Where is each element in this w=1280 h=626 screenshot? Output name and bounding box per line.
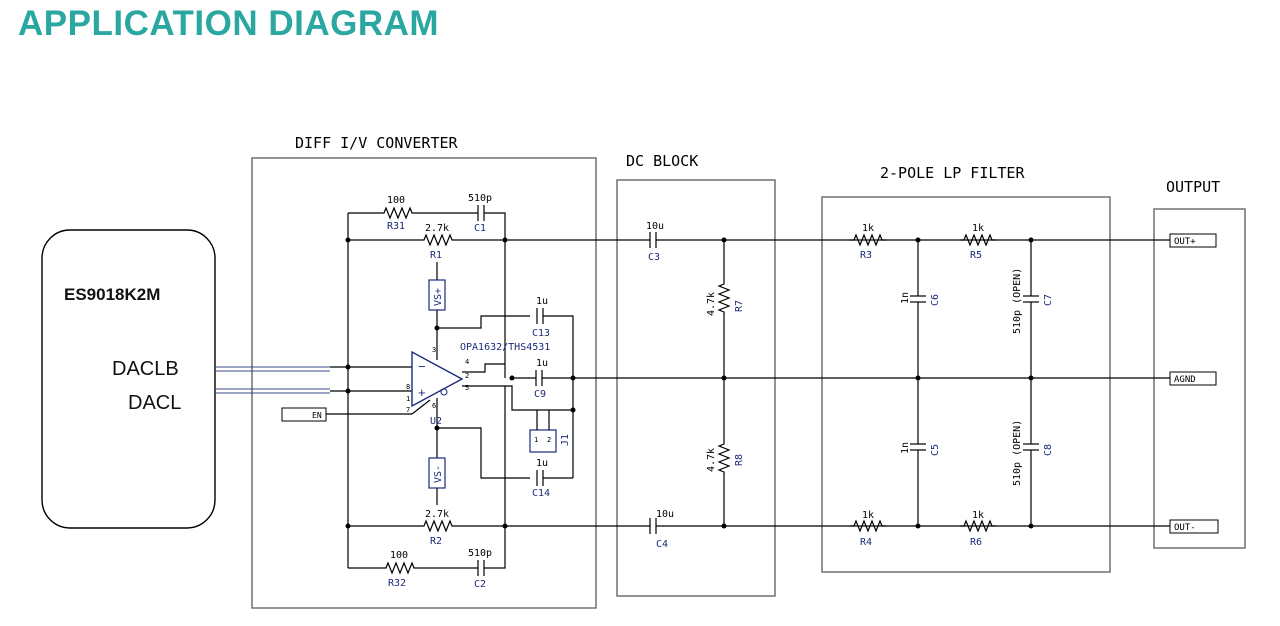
dac-chip <box>41 229 216 529</box>
opamp-pin-8: 8 <box>406 383 410 391</box>
r32-ref: R32 <box>388 578 406 589</box>
section-iv-label: DIFF I/V CONVERTER <box>295 134 459 152</box>
opamp-part: OPA1632/THS4531 <box>460 342 550 353</box>
c2-value: 510p <box>468 548 492 559</box>
agnd-pin <box>1169 371 1217 386</box>
c14-ref: C14 <box>532 488 550 499</box>
c4-value: 10u <box>656 509 674 520</box>
r8-ref: R8 <box>734 454 745 466</box>
out-neg-label: OUT- <box>1174 523 1196 533</box>
opamp-pin-6: 6 <box>432 402 436 410</box>
j1-pin1: 1 <box>534 436 538 444</box>
opamp-pin-3: 3 <box>432 346 436 354</box>
vs-minus-box <box>428 457 446 489</box>
c8-ref: C8 <box>1043 444 1054 456</box>
daclb-label: DACLB <box>112 358 179 380</box>
r31-ref: R31 <box>387 221 405 232</box>
iv-converter-box <box>251 157 597 609</box>
c7-value: 510p (OPEN) <box>1012 268 1023 334</box>
opamp-pin-4: 4 <box>465 358 469 366</box>
out-pos-pin <box>1169 233 1217 248</box>
opamp-u2 <box>411 350 464 408</box>
c14-value: 1u <box>536 458 548 469</box>
c7-ref: C7 <box>1043 294 1054 306</box>
r4-ref: R4 <box>860 537 872 548</box>
agnd-label: AGND <box>1174 375 1196 385</box>
vs-minus-label: VS- <box>433 465 444 483</box>
svg-text:+: + <box>418 385 426 400</box>
junctions <box>345 237 1034 529</box>
r6-value: 1k <box>972 510 984 521</box>
out-neg-pin <box>1169 519 1219 534</box>
r4-value: 1k <box>862 510 874 521</box>
section-out-label: OUTPUT <box>1166 178 1220 196</box>
r32-value: 100 <box>390 550 408 561</box>
r6-ref: R6 <box>970 537 982 548</box>
r5-ref: R5 <box>970 250 982 261</box>
c9-value: 1u <box>536 358 548 369</box>
c5-ref: C5 <box>930 444 941 456</box>
c3-ref: C3 <box>648 252 660 263</box>
r2-value: 2.7k <box>425 509 449 520</box>
r7-value: 4.7k <box>706 292 717 316</box>
chip-name: ES9018K2M <box>64 285 160 304</box>
section-dc-label: DC BLOCK <box>626 152 698 170</box>
r3-value: 1k <box>862 223 874 234</box>
c6-ref: C6 <box>930 294 941 306</box>
page-title: APPLICATION DIAGRAM <box>18 4 440 43</box>
section-lp-label: 2-POLE LP FILTER <box>880 164 1025 182</box>
r8-value: 4.7k <box>706 448 717 472</box>
vs-plus-label: VS+ <box>433 288 444 306</box>
en-label: EN <box>312 411 322 420</box>
c13-value: 1u <box>536 296 548 307</box>
r5-value: 1k <box>972 223 984 234</box>
svg-text:−: − <box>418 359 426 374</box>
opamp-pin-7: 7 <box>406 406 410 414</box>
c4-ref: C4 <box>656 539 668 550</box>
r3-ref: R3 <box>860 250 872 261</box>
c3-value: 10u <box>646 221 664 232</box>
c9-ref: C9 <box>534 389 546 400</box>
r1-value: 2.7k <box>425 223 449 234</box>
c1-value: 510p <box>468 193 492 204</box>
r1-ref: R1 <box>430 250 442 261</box>
opamp-ref: U2 <box>430 416 442 427</box>
c6-value: 1n <box>900 292 911 304</box>
c1-ref: C1 <box>474 223 486 234</box>
jumper-j1 <box>529 429 557 453</box>
j1-pin2: 2 <box>547 436 551 444</box>
c5-value: 1n <box>900 442 911 454</box>
opamp-pin-5: 5 <box>465 384 469 392</box>
opamp-pin-2: 2 <box>465 372 469 380</box>
c8-value: 510p (OPEN) <box>1012 420 1023 486</box>
r2-ref: R2 <box>430 536 442 547</box>
out-pos-label: OUT+ <box>1174 237 1196 247</box>
c13-ref: C13 <box>532 328 550 339</box>
dacl-label: DACL <box>128 392 181 414</box>
vs-plus-box <box>428 279 446 311</box>
j1-ref: J1 <box>560 434 571 446</box>
opamp-pin-1: 1 <box>406 395 410 403</box>
r7-ref: R7 <box>734 300 745 312</box>
lp-filter-box <box>821 196 1111 573</box>
r31-value: 100 <box>387 195 405 206</box>
dc-block-box <box>616 179 776 597</box>
c2-ref: C2 <box>474 579 486 590</box>
